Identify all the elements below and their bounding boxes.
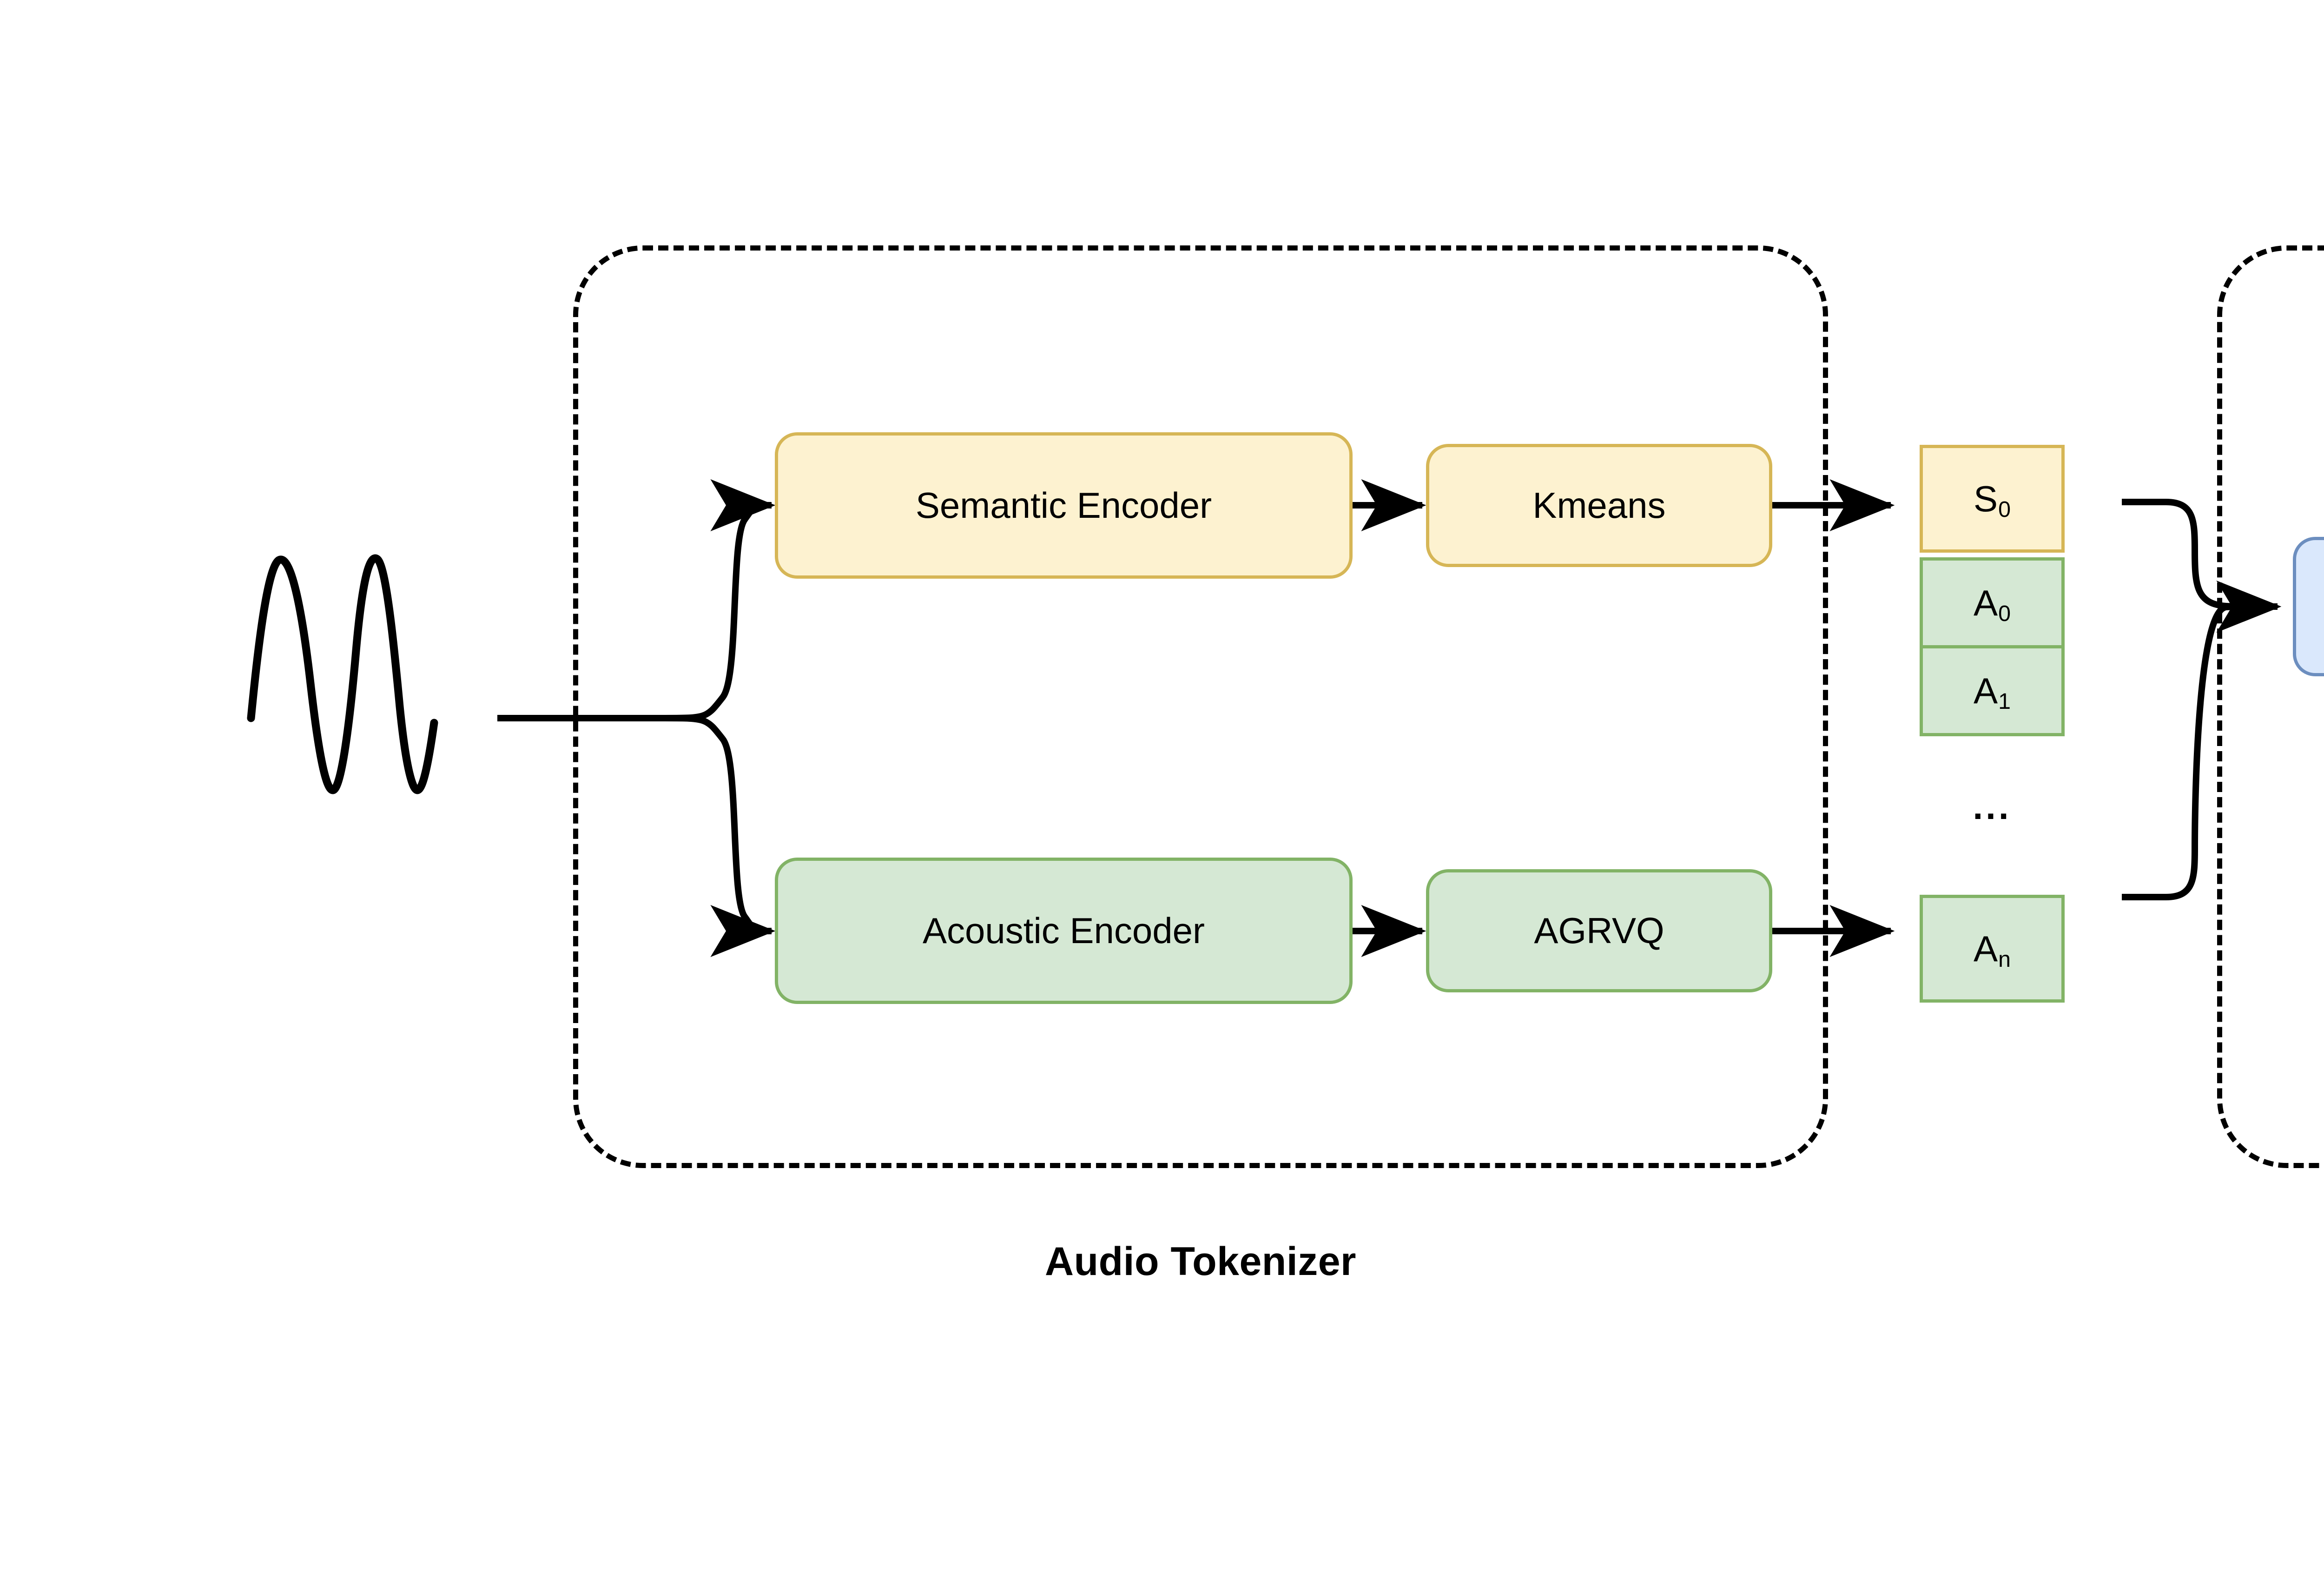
token-an-label: An xyxy=(1974,928,2011,972)
token-s0-label: S0 xyxy=(1974,478,2011,522)
token-stack-ellipsis: ... xyxy=(1973,786,2012,827)
node-semantic-encoder[interactable]: Semantic Encoder xyxy=(775,432,1353,579)
token-a1-label: A1 xyxy=(1974,670,2011,714)
token-a1[interactable]: A1 xyxy=(1920,645,2065,736)
token-an[interactable]: An xyxy=(1920,895,2065,1003)
node-acoustic-encoder[interactable]: Acoustic Encoder xyxy=(775,858,1353,1004)
node-agrvq[interactable]: AGRVQ xyxy=(1426,869,1772,992)
node-agrvq-label: AGRVQ xyxy=(1534,910,1664,951)
audio-detokenizer-group xyxy=(2217,245,2324,1168)
token-s0[interactable]: S0 xyxy=(1920,445,2065,553)
audio-detokenizer-caption: Audio Detokenizer xyxy=(2217,1239,2324,1285)
audio-tokenizer-caption: Audio Tokenizer xyxy=(1044,1239,1357,1284)
node-decoder[interactable]: Decoder xyxy=(2293,537,2324,676)
token-a0-label: A0 xyxy=(1974,582,2011,626)
node-kmeans[interactable]: Kmeans xyxy=(1426,444,1772,567)
node-kmeans-label: Kmeans xyxy=(1532,485,1666,526)
node-semantic-encoder-label: Semantic Encoder xyxy=(915,485,1212,526)
token-a0[interactable]: A0 xyxy=(1920,557,2065,648)
audio-tokenizer-group xyxy=(573,245,1828,1168)
node-acoustic-encoder-label: Acoustic Encoder xyxy=(923,910,1205,951)
input-waveform-icon xyxy=(247,554,438,794)
